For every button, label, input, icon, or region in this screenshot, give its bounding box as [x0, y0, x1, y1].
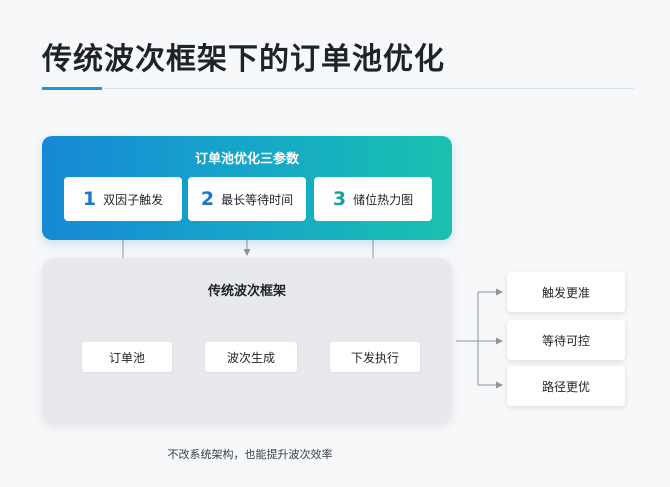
outcome-card-wait: 等待可控 [507, 320, 625, 360]
framework-title: 传统波次框架 [207, 284, 286, 299]
flow-step-dispatch: 下发执行 [330, 342, 420, 372]
param-number: 1 [82, 188, 97, 210]
framework-panel: 传统波次框架 订单池 波次生成 下发执行 [42, 258, 452, 424]
param-label: 最长等待时间 [221, 192, 294, 207]
param-card-dual-trigger: 1 双因子触发 [64, 177, 182, 221]
params-title: 订单池优化三参数 [194, 152, 299, 167]
params-panel: 订单池优化三参数 1 双因子触发 2 最长等待时间 3 储位热力图 [42, 136, 452, 240]
param-label: 储位热力图 [353, 192, 414, 207]
flow-step-order-pool: 订单池 [82, 342, 172, 372]
flow-step-wave-generation: 波次生成 [205, 342, 297, 372]
page-title: 传统波次框架下的订单池优化 [42, 42, 445, 77]
title-divider [42, 88, 634, 89]
param-card-heatmap: 3 储位热力图 [314, 177, 432, 221]
param-number: 2 [200, 188, 215, 210]
footer-note: 不改系统架构，也能提升波次效率 [167, 448, 333, 461]
outcome-card-trigger: 触发更准 [507, 272, 625, 312]
param-number: 3 [332, 188, 347, 210]
param-label: 双因子触发 [103, 192, 164, 207]
outcome-card-path: 路径更优 [507, 366, 625, 406]
param-card-max-wait: 2 最长等待时间 [188, 177, 306, 221]
title-accent-bar [42, 87, 102, 90]
